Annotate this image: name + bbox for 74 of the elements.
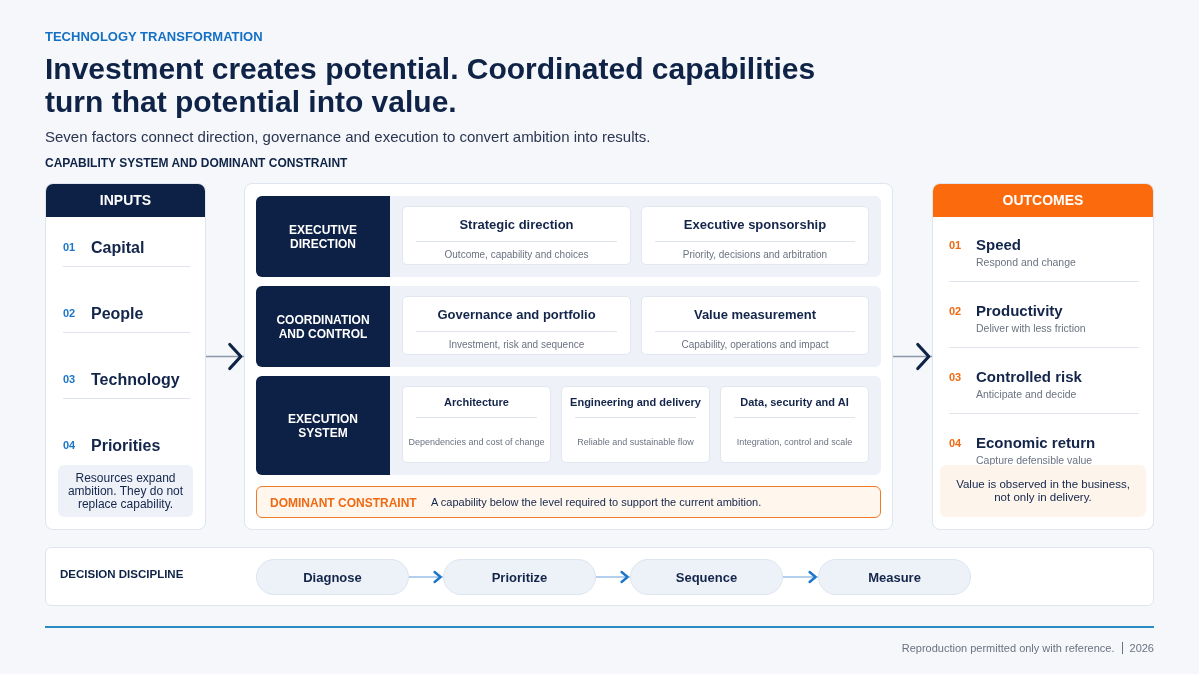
inputs-panel — [45, 183, 206, 530]
item-number: 04 — [63, 439, 76, 452]
item-label: Controlled risk — [976, 367, 1082, 386]
panel-header: OUTCOMES — [933, 184, 1153, 217]
arrow — [408, 570, 444, 584]
constraint-label: DOMINANT CONSTRAINT — [270, 496, 417, 510]
row-heading: COORDINATION AND CONTROL — [256, 286, 390, 367]
panel-header: INPUTS — [46, 184, 205, 217]
subtitle: Seven factors connect direction, governance and execution to convert ambition into results. — [45, 128, 651, 146]
card-description: Investment, risk and sequence — [447, 339, 586, 351]
row-heading: EXECUTIVE DIRECTION — [256, 196, 390, 277]
item-number: 03 — [63, 373, 76, 386]
footer-note: Reproduction permitted only with reference. — [901, 641, 1115, 655]
callout-note: Value is observed in the business, not only in delivery. — [940, 465, 1146, 517]
card-description: Outcome, capability and choices — [443, 249, 590, 261]
footer-year: 2026 — [1129, 641, 1154, 655]
item-number: 02 — [63, 307, 76, 320]
row-heading: EXECUTION SYSTEM — [256, 376, 390, 475]
capability-card — [720, 386, 869, 463]
step-pill: Sequence — [630, 559, 783, 595]
step-pill: Measure — [818, 559, 971, 595]
arrow — [782, 570, 819, 584]
arrow — [892, 342, 933, 371]
item-label: Priorities — [91, 436, 161, 455]
card-description: Capability, operations and impact — [680, 339, 830, 351]
capability-card — [402, 386, 551, 463]
capability-panel — [244, 183, 893, 530]
capability-card — [402, 296, 631, 355]
item-description: Deliver with less friction — [976, 322, 1086, 334]
constraint-text: A capability below the level required to support the current ambition. — [431, 496, 762, 509]
item-number: 01 — [949, 239, 962, 252]
outcomes-panel — [932, 183, 1154, 530]
arrow — [595, 570, 631, 584]
item-label: Capital — [91, 238, 145, 257]
section-heading: CAPABILITY SYSTEM AND DOMINANT CONSTRAINT — [45, 156, 348, 170]
page-title: Investment creates potential. Coordinated capabilities turn that potential into value. — [45, 52, 817, 118]
constraint-banner — [256, 486, 881, 518]
card-description: Reliable and sustainable flow — [576, 436, 695, 448]
discipline-panel — [45, 547, 1154, 606]
card-title: Value measurement — [692, 307, 818, 323]
step-pill: Prioritize — [443, 559, 596, 595]
card-title: Engineering and delivery — [569, 395, 702, 409]
card-description: Dependencies and cost of change — [407, 436, 546, 448]
capability-card — [561, 386, 710, 463]
item-label: People — [91, 304, 144, 323]
card-title: Governance and portfolio — [436, 307, 597, 323]
item-description: Anticipate and decide — [976, 388, 1077, 400]
item-label: Speed — [976, 235, 1021, 254]
item-number: 04 — [949, 437, 962, 450]
item-description: Capture defensible value — [976, 454, 1093, 466]
card-title: Architecture — [443, 395, 510, 409]
capability-card — [402, 206, 631, 265]
card-description: Priority, decisions and arbitration — [681, 249, 829, 261]
item-label: Productivity — [976, 301, 1063, 320]
section-label: DECISION DISCIPLINE — [60, 567, 184, 581]
card-description: Integration, control and scale — [735, 436, 854, 448]
row-band — [256, 376, 881, 475]
row-band — [256, 196, 881, 277]
card-title: Executive sponsorship — [682, 217, 828, 233]
item-label: Economic return — [976, 433, 1096, 452]
kicker: TECHNOLOGY TRANSFORMATION — [45, 29, 263, 44]
item-label: Technology — [91, 370, 180, 389]
callout-note: Resources expand ambition. They do not replace capability. — [58, 465, 193, 517]
step-pill: Diagnose — [256, 559, 409, 595]
row-band — [256, 286, 881, 367]
card-title: Strategic direction — [458, 217, 575, 233]
item-description: Respond and change — [976, 256, 1076, 268]
card-title: Data, security and AI — [739, 395, 850, 409]
capability-card — [641, 296, 869, 355]
item-number: 02 — [949, 305, 962, 318]
arrow — [205, 342, 245, 371]
item-number: 03 — [949, 371, 962, 384]
capability-card — [641, 206, 869, 265]
item-number: 01 — [63, 241, 76, 254]
